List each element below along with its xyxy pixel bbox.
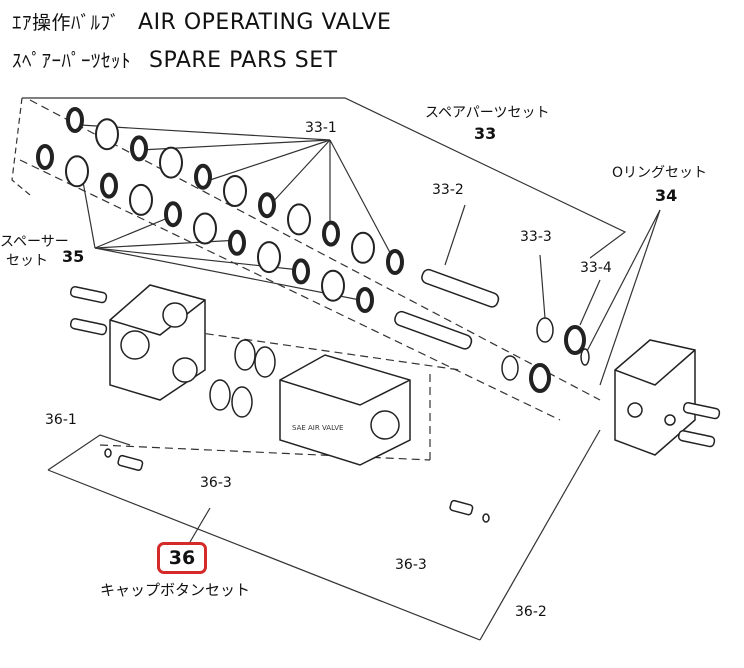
label-36-highlight: 36 — [157, 542, 207, 574]
label-33: 33 — [474, 124, 497, 143]
label-33-2: 33-2 — [432, 182, 464, 198]
bolt — [69, 285, 108, 304]
o-ring — [164, 201, 182, 228]
title-jp: ｴｱ操作ﾊﾞﾙﾌﾞ — [12, 12, 121, 34]
center-line-2 — [19, 159, 561, 421]
spacer-ring — [95, 118, 119, 151]
spacer-ring — [257, 241, 281, 274]
label-33-4: 33-4 — [580, 260, 612, 276]
bolt — [69, 317, 108, 336]
spacer-ring — [159, 146, 183, 179]
label-spacer-set: セット — [6, 253, 48, 269]
center-line-1 — [29, 99, 601, 401]
label-cap-button-set: キャップボタンセット — [100, 581, 251, 599]
title-line-1: ｴｱ操作ﾊﾞﾙﾌﾞ AIR OPERATING VALVE — [12, 8, 391, 35]
spacer-ring — [65, 155, 89, 188]
spacer-ring — [287, 203, 311, 236]
o-ring — [66, 107, 84, 133]
label-35: 35 — [62, 247, 85, 266]
o-ring — [130, 135, 148, 162]
subtitle-en: SPARE PARS SET — [149, 48, 338, 73]
body-marking: SAE AIR VALVE — [292, 424, 343, 432]
valve-body — [279, 354, 411, 466]
spacer-ring — [129, 183, 153, 216]
bracket-33 — [22, 97, 627, 259]
bolt — [677, 429, 716, 448]
label-oring-set: Oリングセット — [612, 165, 708, 181]
o-ring — [194, 163, 212, 190]
label-36-3-right: 36-3 — [395, 557, 427, 573]
o-ring — [258, 192, 276, 219]
o-ring — [228, 229, 246, 256]
label-36-3-left: 36-3 — [200, 475, 232, 491]
o-ring — [356, 287, 374, 313]
spacer-ring — [321, 269, 345, 302]
o-ring — [36, 144, 54, 170]
valve-bodies: SAE AIR VALVE — [69, 268, 721, 523]
spacer-ring — [193, 212, 217, 245]
label-34: 34 — [655, 186, 678, 205]
label-spare-parts-set: スペアパーツセット — [425, 105, 550, 121]
subtitle-jp: ｽﾍﾟｱｰﾊﾟｰﾂｾｯﾄ — [12, 50, 132, 72]
o-ring — [100, 172, 118, 199]
label-33-1: 33-1 — [305, 120, 337, 136]
piston-33-2 — [421, 268, 500, 308]
label-33-3: 33-3 — [520, 229, 552, 245]
cap-button-right — [449, 499, 474, 516]
title-line-2: ｽﾍﾟｱｰﾊﾟｰﾂｾｯﾄ SPARE PARS SET — [12, 46, 338, 73]
spacer-ring — [223, 175, 247, 207]
label-36-2: 36-2 — [515, 604, 547, 620]
end-cap-right — [614, 339, 696, 456]
o-ring — [322, 220, 340, 247]
title-en: AIR OPERATING VALVE — [138, 10, 392, 35]
bracket-36 — [47, 469, 481, 641]
label-36-1: 36-1 — [45, 412, 77, 428]
o-ring — [292, 258, 310, 285]
ring-rows — [36, 107, 404, 313]
label-spacer: スペーサー — [0, 234, 69, 250]
cap-button-left — [117, 454, 144, 471]
spacer-ring — [351, 231, 375, 264]
piston-33-2 — [394, 310, 473, 350]
bolt — [682, 401, 721, 420]
o-ring — [386, 249, 404, 275]
